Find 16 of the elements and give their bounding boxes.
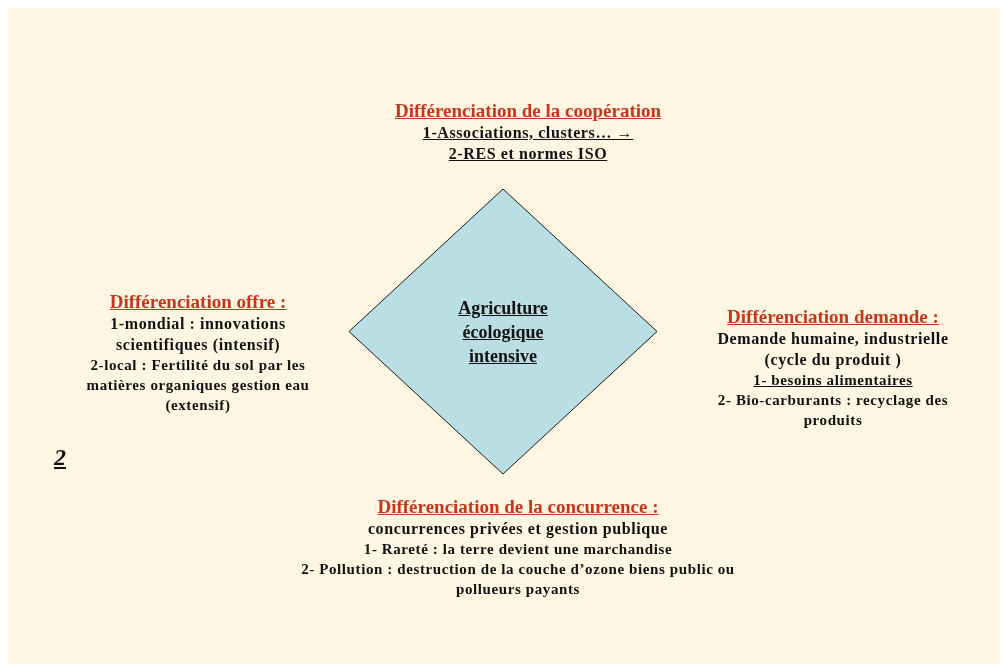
text: concurrences privées et gestion publique bbox=[366, 519, 670, 539]
text: 2-RES et normes ISO bbox=[447, 144, 609, 164]
text: 2- Pollution : destruction de la couche d’ozone biens public ou pollueurs payants bbox=[300, 560, 736, 599]
text: 1-Associations, clusters… → bbox=[421, 123, 635, 143]
text: Demande humaine, industrielle (cycle du produit ) bbox=[716, 329, 950, 370]
text: 1-mondial : innovations scientifiques (intensif) bbox=[109, 314, 287, 355]
text: 1- besoins alimentaires bbox=[752, 371, 914, 390]
heading: Différenciation de la coopération bbox=[393, 100, 663, 122]
heading: Différenciation demande : bbox=[726, 306, 940, 328]
text: 2- Bio-carburants : recyclage des produits bbox=[716, 391, 950, 430]
text: 2-local : Fertilité du sol par les matières organiques gestion eau (extensif) bbox=[85, 356, 311, 415]
text: 1- Rareté : la terre devient une marchandise bbox=[362, 540, 674, 559]
heading: Différenciation offre : bbox=[108, 291, 288, 313]
node-label: Agriculture écologique intensive bbox=[457, 296, 549, 368]
heading: Différenciation de la concurrence : bbox=[376, 496, 660, 518]
page-number: 2 bbox=[54, 444, 66, 471]
